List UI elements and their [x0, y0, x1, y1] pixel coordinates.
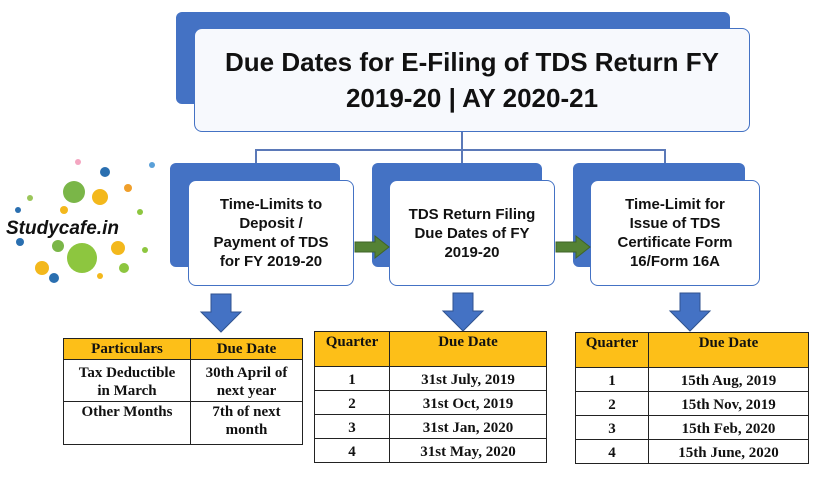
- table-row: Other Months 7th of next month: [63, 401, 303, 445]
- table-cell: 3: [575, 415, 649, 440]
- cell-line: Other Months: [81, 404, 173, 420]
- table-header-cell: Quarter: [314, 331, 390, 367]
- box-filing-line: Due Dates of FY: [414, 224, 530, 242]
- connector-trunk: [461, 132, 463, 150]
- table-row: 2 15th Nov, 2019: [575, 391, 809, 416]
- box-filing-line: TDS Return Filing: [408, 205, 536, 223]
- table-header-cell: Due Date: [389, 331, 547, 367]
- table-header-row: Quarter Due Date: [575, 332, 809, 368]
- down-arrow-icon: [199, 293, 243, 333]
- box-certificate-line: 16/Form 16A: [629, 253, 721, 270]
- down-arrow-icon: [441, 292, 485, 332]
- table-cell: 4: [314, 438, 390, 463]
- table-cell: Tax Deductible in March: [63, 359, 191, 402]
- box-certificate-line: Certificate Form: [617, 234, 733, 251]
- box-deposit-line: Payment of TDS: [213, 234, 329, 251]
- table-cell: 31st Jan, 2020: [389, 414, 547, 439]
- table-cell: 31st May, 2020: [389, 438, 547, 463]
- table-filing: Quarter Due Date 1 31st July, 2019 2 31s…: [314, 331, 547, 463]
- title-line-1: Due Dates for E-Filing of TDS Return FY: [224, 47, 719, 77]
- table-deposit: Particulars Due Date Tax Deductible in M…: [63, 338, 303, 445]
- table-cell: 2: [314, 390, 390, 415]
- cell-line: month: [225, 422, 268, 438]
- table-header-cell: Particulars: [63, 338, 191, 360]
- table-header-cell: Due Date: [648, 332, 809, 368]
- table-row: 1 31st July, 2019: [314, 366, 547, 391]
- box-deposit-time-limits: Time-Limits to Deposit / Payment of TDS …: [188, 180, 354, 286]
- table-cell: 31st July, 2019: [389, 366, 547, 391]
- box-filing-line: 2019-20: [444, 243, 500, 261]
- box-deposit-line: for FY 2019-20: [219, 253, 323, 270]
- down-arrow-icon: [668, 292, 712, 332]
- box-certificate-line: Issue of TDS: [629, 215, 721, 232]
- table-header-row: Quarter Due Date: [314, 331, 547, 367]
- cell-line: in March: [97, 383, 157, 399]
- table-cell: 2: [575, 391, 649, 416]
- connector-left: [255, 149, 257, 165]
- page-title: Due Dates for E-Filing of TDS Return FY …: [194, 28, 750, 132]
- connector-middle: [461, 149, 463, 165]
- box-deposit-line: Deposit /: [239, 215, 303, 232]
- table-row: 3 31st Jan, 2020: [314, 414, 547, 439]
- right-arrow-icon: [555, 234, 591, 260]
- logo-dots-icon: [15, 159, 155, 283]
- table-cell: 15th June, 2020: [648, 439, 809, 464]
- table-row: 4 15th June, 2020: [575, 439, 809, 464]
- table-cell: 7th of next month: [190, 401, 303, 445]
- box-certificate-issue: Time-Limit for Issue of TDS Certificate …: [590, 180, 760, 286]
- box-deposit-line: Time-Limits to: [219, 196, 323, 213]
- table-header-cell: Quarter: [575, 332, 649, 368]
- table-cell: 1: [575, 367, 649, 392]
- table-header-cell: Due Date: [190, 338, 303, 360]
- table-cell: 4: [575, 439, 649, 464]
- table-row: 1 15th Aug, 2019: [575, 367, 809, 392]
- table-cell: 31st Oct, 2019: [389, 390, 547, 415]
- table-row: 3 15th Feb, 2020: [575, 415, 809, 440]
- table-header-row: Particulars Due Date: [63, 338, 303, 360]
- right-arrow-icon: [354, 234, 390, 260]
- box-filing-due-dates: TDS Return Filing Due Dates of FY 2019-2…: [389, 180, 555, 286]
- connector-horizontal: [255, 149, 665, 151]
- table-cell: 3: [314, 414, 390, 439]
- table-row: 2 31st Oct, 2019: [314, 390, 547, 415]
- table-row: Tax Deductible in March 30th April of ne…: [63, 359, 303, 402]
- table-cell: 15th Feb, 2020: [648, 415, 809, 440]
- table-cell: Other Months: [63, 401, 191, 445]
- table-cell: 15th Nov, 2019: [648, 391, 809, 416]
- logo-text: Studycafe.in: [6, 218, 119, 239]
- cell-line: 7th of next: [212, 404, 281, 420]
- table-cell: 15th Aug, 2019: [648, 367, 809, 392]
- cell-line: 30th April of: [205, 365, 288, 381]
- title-line-2: 2019-20 | AY 2020-21: [345, 83, 599, 113]
- cell-line: next year: [216, 383, 277, 399]
- cell-line: Tax Deductible: [78, 365, 176, 381]
- table-certificate: Quarter Due Date 1 15th Aug, 2019 2 15th…: [575, 332, 809, 464]
- box-certificate-line: Time-Limit for: [625, 196, 725, 213]
- table-cell: 1: [314, 366, 390, 391]
- connector-right: [664, 149, 666, 165]
- table-row: 4 31st May, 2020: [314, 438, 547, 463]
- table-cell: 30th April of next year: [190, 359, 303, 402]
